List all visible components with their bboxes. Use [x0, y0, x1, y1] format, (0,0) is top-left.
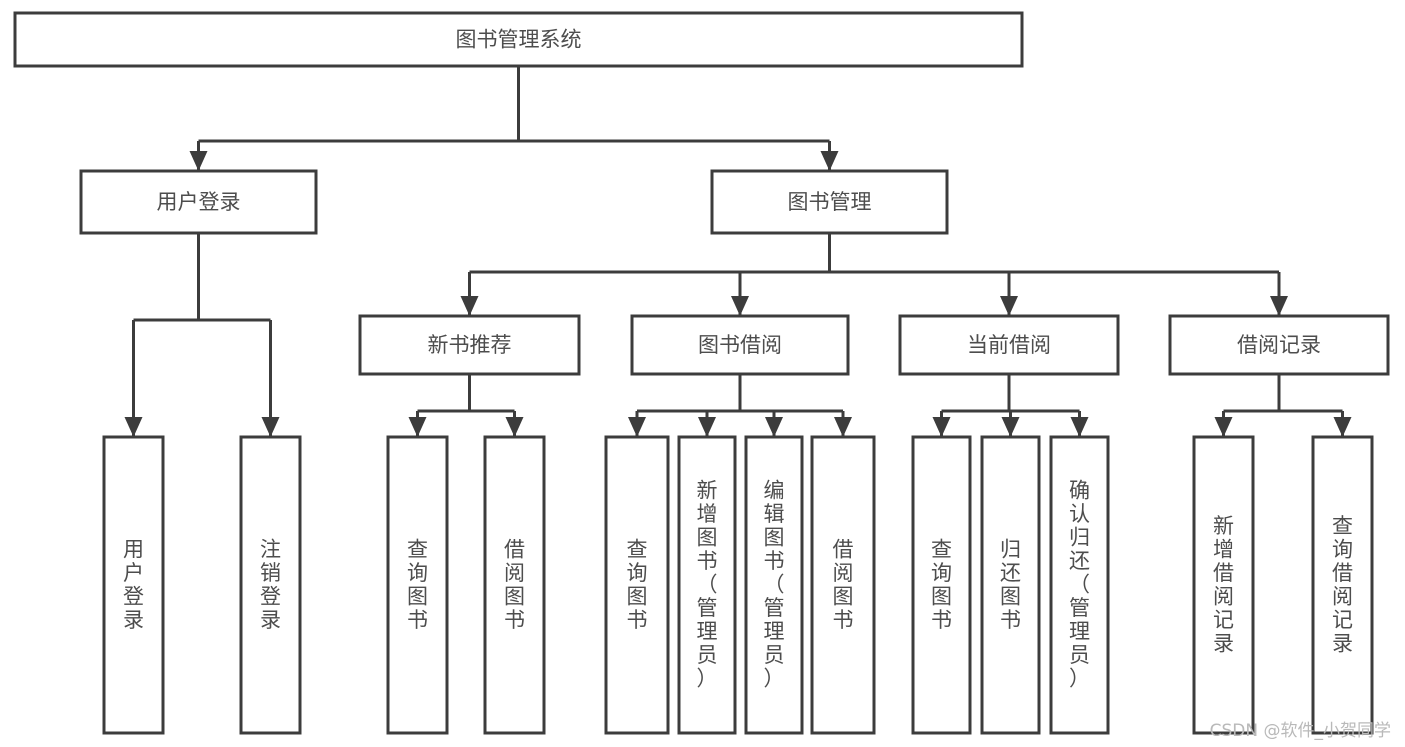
arrow-head-icon-leaf-0-0	[124, 417, 143, 437]
node-level3-3	[1168, 314, 1390, 376]
node-leaf-2	[386, 435, 449, 735]
node-level2-label-1: 图书管理	[788, 190, 872, 214]
node-root	[13, 11, 1024, 68]
node-box-layer	[13, 11, 1390, 735]
node-leaf-7	[810, 435, 876, 735]
node-level3-label-0: 新书推荐	[428, 333, 512, 357]
arrow-head-icon-root-0	[189, 151, 208, 171]
node-leaf-12	[1311, 435, 1374, 735]
node-leaf-3	[483, 435, 546, 735]
node-leaf-6	[744, 435, 804, 735]
node-leaf-11	[1192, 435, 1255, 735]
connector-layer	[124, 66, 1352, 437]
arrow-head-icon-leaf-3-1	[1001, 417, 1020, 437]
node-level2-label-0: 用户登录	[157, 190, 241, 214]
arrow-head-icon-leaf-2-0	[628, 417, 646, 437]
arrow-head-icon-leaf-2-1	[698, 417, 716, 437]
arrow-head-icon-mgr-1	[731, 296, 749, 316]
node-level2-1	[710, 169, 949, 235]
arrow-head-icon-leaf-1-0	[408, 417, 427, 437]
arrow-head-icon-leaf-3-2	[1070, 417, 1089, 437]
node-level3-label-1: 图书借阅	[698, 333, 782, 357]
node-level3-1	[630, 314, 850, 376]
node-leaf-label-12: 查询借阅记录	[1332, 514, 1353, 656]
node-leaf-0	[102, 435, 165, 735]
node-leaf-5	[677, 435, 737, 735]
node-leaf-10	[1049, 435, 1110, 735]
node-leaf-label-6: 编辑图书（管理员）	[764, 479, 785, 691]
node-leaf-label-2: 查询图书	[407, 537, 428, 632]
arrow-head-icon-mgr-3	[1270, 296, 1288, 316]
arrow-head-icon-leaf-2-3	[834, 417, 852, 437]
arrow-head-icon-mgr-0	[460, 296, 479, 316]
node-leaf-9	[980, 435, 1041, 735]
node-leaf-8	[911, 435, 972, 735]
arrow-head-icon-leaf-3-0	[932, 417, 951, 437]
node-leaf-label-10: 确认归还（管理员）	[1069, 479, 1090, 691]
node-leaf-label-0: 用户登录	[123, 537, 144, 632]
node-leaf-label-11: 新增借阅记录	[1213, 514, 1234, 656]
node-level3-0	[358, 314, 581, 376]
node-leaf-label-8: 查询图书	[931, 537, 952, 632]
node-level2-0	[79, 169, 318, 235]
node-leaf-label-4: 查询图书	[627, 537, 648, 632]
node-leaf-label-9: 归还图书	[1000, 537, 1021, 632]
node-leaf-4	[604, 435, 670, 735]
node-leaf-label-1: 注销登录	[260, 537, 281, 632]
node-leaf-label-5: 新增图书（管理员）	[697, 479, 718, 691]
arrow-head-icon-mgr-2	[1000, 296, 1018, 316]
arrow-head-icon-leaf-2-2	[765, 417, 783, 437]
node-level3-2	[898, 314, 1120, 376]
node-level3-label-3: 借阅记录	[1237, 333, 1321, 357]
node-root-label: 图书管理系统	[456, 28, 582, 52]
node-label-layer: 图书管理系统用户登录图书管理新书推荐图书借阅当前借阅借阅记录用户登录注销登录查询…	[123, 28, 1353, 691]
arrow-head-icon-leaf-1-1	[505, 417, 524, 437]
node-leaf-1	[239, 435, 302, 735]
arrow-head-icon-leaf-4-1	[1333, 417, 1352, 437]
arrow-head-icon-root-1	[820, 151, 839, 171]
node-leaf-label-7: 借阅图书	[833, 537, 854, 632]
arrow-head-icon-leaf-4-0	[1214, 417, 1233, 437]
node-leaf-label-3: 借阅图书	[504, 537, 525, 632]
arrow-head-icon-leaf-0-1	[261, 417, 280, 437]
node-level3-label-2: 当前借阅	[967, 333, 1051, 357]
